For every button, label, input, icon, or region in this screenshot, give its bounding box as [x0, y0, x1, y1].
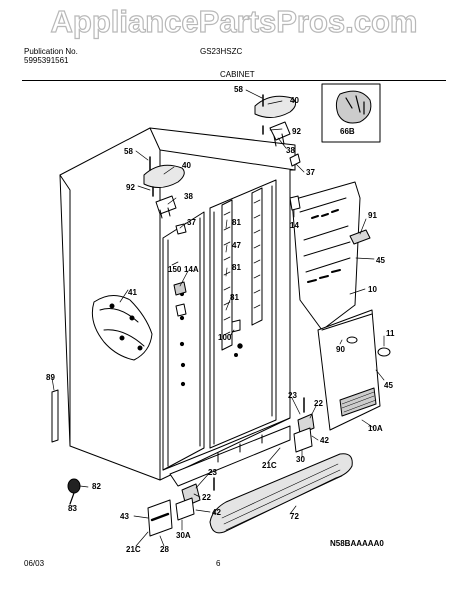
callout-label: 45: [384, 381, 393, 390]
lower-hinge-left: [147, 477, 215, 537]
callout-label: 83: [68, 504, 77, 513]
section-title: CABINET: [220, 70, 255, 79]
callout-label: 91: [368, 211, 377, 220]
callout-label: 45: [376, 256, 385, 265]
wire-harness: [91, 295, 153, 361]
callout-label: 14A: [184, 265, 199, 274]
callout-label: 72: [290, 512, 299, 521]
publication-label: Publication No.: [24, 47, 78, 56]
back-panel: [317, 309, 381, 431]
cabinet-body: [59, 127, 296, 487]
callout-label: 81: [230, 293, 239, 302]
hinge-cover-lower: [143, 164, 185, 219]
callout-label: 38: [286, 146, 295, 155]
page-number: 6: [216, 559, 221, 568]
callout-label: 42: [320, 436, 329, 445]
callout-label: 90: [336, 345, 345, 354]
callout-label: 28: [160, 545, 169, 554]
inset-detail-box: [321, 83, 381, 143]
callout-labels: 58 40 92 38 58 40 92 38 37 37 81 47 81 1…: [46, 85, 395, 554]
callout-label: 92: [292, 127, 301, 136]
leader-lines: [51, 89, 385, 547]
callout-label: 11: [386, 329, 395, 338]
footer-date: 06/03: [24, 559, 45, 568]
callout-label: 41: [128, 288, 137, 297]
callout-label: 43: [120, 512, 129, 521]
lower-hinge-right: [293, 397, 315, 453]
callout-label: 22: [202, 493, 211, 502]
toe-grille: [209, 453, 353, 534]
callout-label: 82: [92, 482, 101, 491]
callout-label: 21C: [262, 461, 277, 470]
callout-label: 81: [232, 263, 241, 272]
callout-label: 10: [368, 285, 377, 294]
callout-label: 100: [218, 333, 232, 342]
watermark-logo: AppliancePartsPros.com: [50, 3, 418, 39]
watermark-text: AppliancePartsPros.com: [51, 4, 418, 39]
callout-label: 14: [290, 221, 299, 230]
callout-label: 22: [314, 399, 323, 408]
callout-label: 40: [290, 96, 299, 105]
hinge-cover-upper: [254, 95, 296, 147]
callout-label: 38: [184, 192, 193, 201]
callout-label: 150: [168, 265, 182, 274]
diagram-code: N58BAAAAA0: [330, 539, 384, 548]
callout-label: 30A: [176, 531, 191, 540]
callout-label: 37: [187, 218, 196, 227]
callout-label: 58: [124, 147, 133, 156]
callout-label: 23: [208, 468, 217, 477]
callout-label: 30: [296, 455, 305, 464]
callout-label: 42: [212, 508, 221, 517]
callout-label: 40: [182, 161, 191, 170]
callout-label: 66B: [340, 127, 355, 136]
publication-number: 5995391561: [24, 56, 69, 65]
air-duct-cover: [291, 181, 361, 331]
header-rule: [22, 80, 446, 81]
model-number: GS23HSZC: [200, 47, 243, 56]
callout-label: 23: [288, 391, 297, 400]
callout-label: 92: [126, 183, 135, 192]
callout-label: 58: [234, 85, 243, 94]
callout-label: 10A: [368, 424, 383, 433]
callout-label: 81: [232, 218, 241, 227]
callout-label: 21C: [126, 545, 141, 554]
callout-label: 89: [46, 373, 55, 382]
callout-label: 47: [232, 241, 241, 250]
leveling-leg: [67, 478, 81, 505]
callout-label: 37: [306, 168, 315, 177]
